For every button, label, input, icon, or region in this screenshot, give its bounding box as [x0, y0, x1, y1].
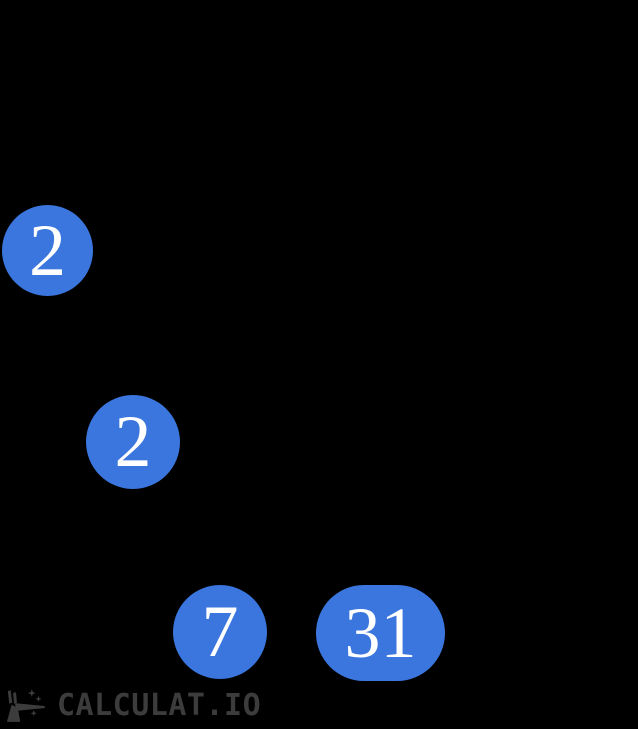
factor-node-7: 7 — [173, 585, 267, 679]
factor-node-31: 31 — [316, 585, 445, 681]
crashed-rocket-icon — [6, 689, 46, 722]
factor-node-2-middle: 2 — [86, 395, 180, 489]
watermark-text: CALCULAT.IO — [57, 687, 262, 723]
factor-node-2-upper: 2 — [2, 205, 93, 296]
watermark: CALCULAT.IO — [4, 689, 261, 724]
